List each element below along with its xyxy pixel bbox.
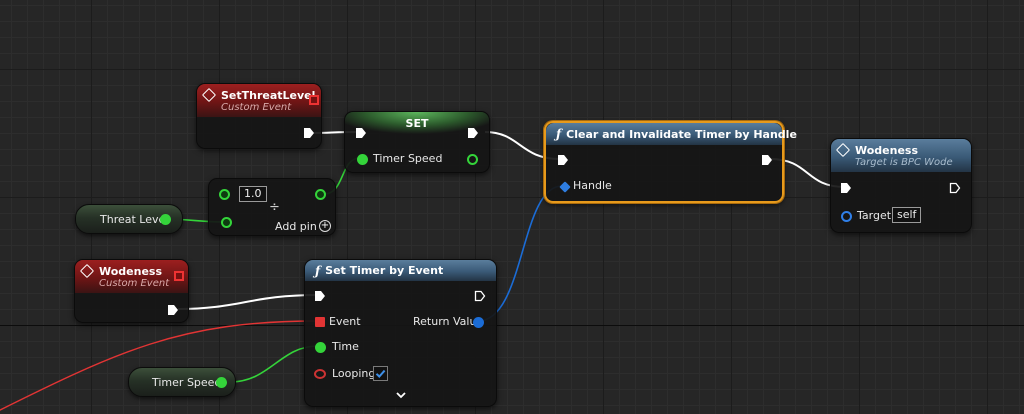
node-title: Set Timer by Event: [325, 264, 444, 277]
add-pin-label[interactable]: Add pin: [275, 220, 317, 233]
target-input-pin[interactable]: [841, 211, 852, 222]
event-diamond-icon: [79, 263, 95, 279]
exec-input-pin[interactable]: [840, 182, 852, 194]
exec-input-pin[interactable]: [557, 154, 569, 166]
node-title: Wodeness: [99, 264, 163, 278]
exec-output-pin[interactable]: [467, 127, 479, 139]
timer-speed-output-pin[interactable]: [216, 377, 227, 388]
divide-operator-symbol: ÷: [269, 200, 280, 215]
exec-output-pin[interactable]: [761, 154, 773, 166]
node-subtitle: Target is BPC Wode: [855, 156, 953, 168]
node-subtitle: Custom Event: [99, 277, 170, 289]
exec-input-pin[interactable]: [355, 127, 367, 139]
divide-input-b-pin[interactable]: [221, 217, 232, 228]
node-header[interactable]: ƒ Clear and Invalidate Timer by Handle: [546, 123, 797, 145]
threat-level-variable-node[interactable]: Threat Level: [75, 204, 183, 234]
node-title: SetThreatLevel: [221, 88, 316, 102]
node-header[interactable]: ƒ Set Timer by Event: [305, 260, 496, 281]
node-title: Clear and Invalidate Timer by Handle: [566, 127, 797, 141]
delegate-wire-to-event: [0, 320, 319, 411]
exec-output-pin[interactable]: [474, 290, 486, 302]
exec-output-pin[interactable]: [303, 127, 315, 139]
delegate-output-pin[interactable]: [174, 271, 184, 281]
time-input-pin[interactable]: [315, 342, 326, 353]
wodeness-event-node[interactable]: Wodeness Custom Event: [74, 259, 189, 323]
exec-input-pin[interactable]: [314, 290, 326, 302]
threat-level-output-pin[interactable]: [160, 214, 171, 225]
set-timer-speed-node[interactable]: SET Timer Speed: [344, 111, 490, 173]
event-pin-label: Event: [329, 315, 361, 328]
handle-pin-label: Handle: [573, 179, 612, 192]
looping-pin-label: Looping: [332, 367, 376, 380]
node-header[interactable]: SetThreatLevel Custom Event: [197, 84, 321, 117]
looping-checkbox[interactable]: [373, 366, 388, 381]
function-icon: ƒ: [315, 263, 321, 278]
divide-input-a-field[interactable]: 1.0: [239, 186, 267, 202]
event-diamond-icon: [835, 142, 851, 158]
chevron-down-icon[interactable]: [396, 391, 406, 399]
event-diamond-icon: [201, 87, 217, 103]
time-pin-label: Time: [332, 340, 359, 353]
clear-invalidate-timer-node[interactable]: ƒ Clear and Invalidate Timer by Handle Ha…: [544, 121, 797, 203]
wodeness-call-node[interactable]: Wodeness Target is BPC Wode Target self: [830, 138, 972, 233]
timer-speed-pin-label: Timer Speed: [373, 152, 443, 165]
node-title: SET: [405, 116, 429, 130]
node-header[interactable]: Wodeness Target is BPC Wode: [831, 139, 971, 172]
divide-input-a-pin[interactable]: [219, 189, 230, 200]
node-subtitle: Custom Event: [221, 101, 292, 113]
timer-speed-output-pin[interactable]: [467, 154, 478, 165]
divide-output-pin[interactable]: [315, 189, 326, 200]
graph-origin-line: [0, 325, 1024, 326]
plus-circle-icon[interactable]: +: [319, 220, 331, 232]
set-timer-by-event-node[interactable]: ƒ Set Timer by Event Event Return Value T…: [304, 259, 497, 407]
target-value-field[interactable]: self: [892, 207, 922, 223]
return-value-pin-label: Return Value: [413, 315, 484, 328]
event-input-pin[interactable]: [315, 317, 325, 327]
node-header[interactable]: Wodeness Custom Event: [75, 260, 188, 293]
exec-output-pin[interactable]: [949, 182, 961, 194]
node-header[interactable]: SET: [345, 112, 489, 134]
delegate-output-pin[interactable]: [309, 95, 319, 105]
handle-input-pin[interactable]: [559, 181, 571, 193]
timer-speed-input-pin[interactable]: [357, 154, 368, 165]
set-threat-level-event-node[interactable]: SetThreatLevel Custom Event: [196, 83, 322, 149]
node-title: Wodeness: [855, 143, 919, 157]
timer-speed-variable-node[interactable]: Timer Speed: [128, 367, 236, 397]
function-icon: ƒ: [556, 127, 562, 141]
looping-input-pin[interactable]: [314, 369, 326, 379]
exec-wire-wodeness-to-settimer: [177, 294, 319, 310]
checkmark-icon: [375, 369, 386, 378]
exec-output-pin[interactable]: [167, 304, 179, 316]
variable-label: Threat Level: [100, 213, 169, 226]
variable-label: Timer Speed: [152, 376, 222, 389]
divide-node[interactable]: 1.0 ÷ Add pin +: [208, 178, 336, 236]
target-pin-label: Target: [857, 209, 892, 222]
return-value-output-pin[interactable]: [473, 317, 484, 328]
